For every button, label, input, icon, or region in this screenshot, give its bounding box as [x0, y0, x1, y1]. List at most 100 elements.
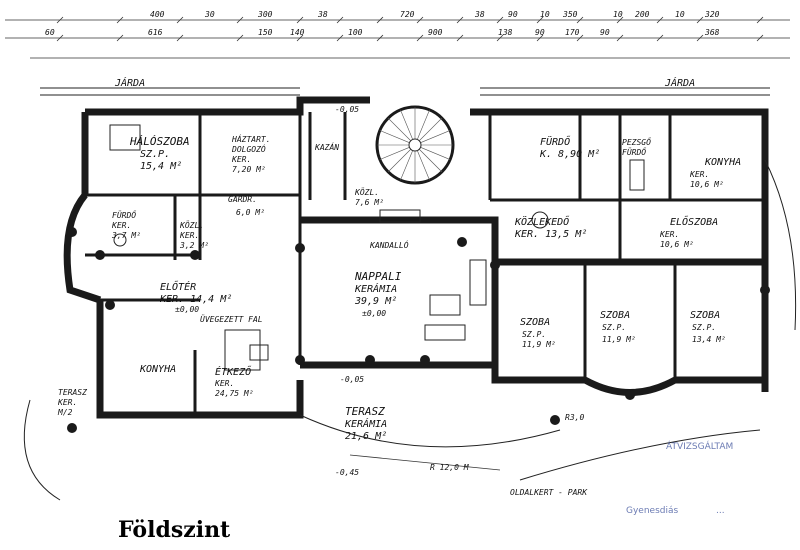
dim-tick: [576, 16, 584, 24]
stair-step: [420, 147, 451, 160]
dim-second-4: 140: [290, 28, 305, 37]
room-konyha-left: KONYHA: [139, 364, 176, 375]
outer-walls: [63, 96, 769, 419]
stair-step: [417, 150, 430, 181]
room-gardr-line2: 6,0 M²: [236, 208, 265, 217]
dim-tick: [376, 16, 384, 24]
room-kozl-left-line1: KÖZL.: [179, 220, 204, 230]
room-nappali-line2: KERÁMIA: [354, 282, 397, 295]
room-terasz-left-line2: KER.: [57, 398, 77, 407]
dim-top-8: 10: [540, 10, 550, 19]
dim-tick: [536, 34, 544, 42]
room-eloter-line1: ELŐTÉR: [160, 279, 196, 293]
room-szoba3-line3: 13,4 M²: [692, 335, 726, 344]
room-terasz-line1: TERASZ: [345, 405, 385, 418]
room-szoba2-line1: SZOBA: [600, 310, 630, 321]
dim-tick: [296, 34, 304, 42]
garden-note: OLDALKERT - PARK: [510, 488, 588, 497]
room-kozl-mid-line2: 7,6 M²: [355, 198, 384, 207]
dim-tick: [176, 34, 184, 42]
room-eloter-line2: KER. 14,4 M²: [159, 294, 232, 305]
furniture: [109, 124, 645, 371]
dim-tick: [296, 16, 304, 24]
room-eloszoba-line1: ELŐSZOBA: [670, 214, 718, 228]
dim-top-1: 400: [150, 10, 165, 19]
room-konyha-right-line2: KER.: [689, 170, 709, 179]
room-szoba2-line2: SZ.P.: [602, 323, 626, 332]
room-furdo-right-line2: K. 8,90 M²: [539, 149, 600, 160]
dim-second-9: 170: [565, 28, 580, 37]
dim-tick: [56, 34, 64, 42]
stair-step: [379, 130, 410, 143]
dim-top-7: 90: [508, 10, 518, 19]
stamp-line3: ...: [716, 506, 725, 516]
dim-top-2: 30: [204, 10, 215, 19]
walkway: JÁRDA JÁRDA: [40, 76, 770, 96]
radius-small-note: R3,0: [565, 413, 584, 422]
room-haztart-line3: KER.: [231, 155, 251, 164]
dim-tick: [576, 34, 584, 42]
dim-tick: [656, 34, 664, 42]
column-dot: [105, 300, 115, 310]
room-kazan: KAZÁN: [314, 141, 339, 152]
stair-step: [387, 149, 411, 173]
dim-top-12: 10: [675, 10, 685, 19]
room-terasz-left-line3: M/2: [57, 408, 73, 417]
dim-top-5: 720: [400, 10, 415, 19]
level-2: ±0,00: [362, 309, 386, 318]
spiral-staircase: [375, 105, 455, 185]
room-etkezo-line1: ÉTKEZŐ: [215, 364, 252, 378]
room-szoba1-line1: SZOBA: [520, 317, 550, 328]
dim-tick: [176, 16, 184, 24]
level-3: -0,05: [340, 375, 364, 384]
dim-tick: [56, 16, 64, 24]
dim-tick: [416, 16, 424, 24]
stair-step: [419, 117, 443, 141]
dim-second-7: 138: [498, 28, 513, 37]
room-nappali-line3: 39,9 M²: [354, 296, 397, 307]
column-dot: [420, 355, 430, 365]
terrace-outline: [23, 159, 797, 501]
floor-caption: Földszint: [118, 517, 231, 543]
dim-tick: [376, 34, 384, 42]
dim-top-9: 350: [562, 10, 578, 19]
room-eloszoba-line2: KER.: [659, 230, 679, 239]
level-5: -0,05: [335, 105, 359, 114]
dim-second-2: 616: [148, 28, 163, 37]
walkway-label-right: JÁRDA: [664, 76, 695, 89]
room-szoba3-line1: SZOBA: [690, 310, 720, 321]
room-kozl-left-line2: KER.: [179, 231, 199, 240]
room-haztart-line4: 7,20 M²: [232, 165, 266, 174]
stair-step: [417, 109, 430, 140]
column-dot: [95, 250, 105, 260]
dim-top-10: 10: [613, 10, 623, 19]
dim-tick: [696, 34, 704, 42]
dim-tick: [116, 16, 124, 24]
dim-tick: [496, 34, 504, 42]
room-szoba2-line3: 11,9 M²: [602, 335, 636, 344]
room-eloszoba-line3: 10,6 M²: [660, 240, 694, 249]
room-etkezo-line2: KER.: [214, 379, 234, 388]
level-1: ±0,00: [175, 305, 199, 314]
dim-top-13: 320: [704, 10, 720, 19]
dim-second-6: 900: [428, 28, 443, 37]
column-dot: [295, 243, 305, 253]
level-4: -0,45: [335, 468, 359, 477]
dim-tick: [456, 16, 464, 24]
dim-tick: [336, 16, 344, 24]
level-markers: ±0,00 ±0,00 -0,05 -0,45 -0,05 R 12,0 M O…: [175, 105, 588, 497]
walkway-label-left: JÁRDA: [114, 76, 145, 89]
stair-step: [420, 130, 451, 143]
approval-stamp: ÁTVIZSGÁLTAM Gyenesdiás ...: [606, 438, 786, 528]
column-dot: [457, 237, 467, 247]
room-terasz-line3: 21,6 M²: [345, 431, 387, 442]
dim-tick: [116, 34, 124, 42]
room-kozl-left-line3: 3,2 M²: [179, 241, 209, 250]
room-pezsgo-line2: FÜRDŐ: [622, 147, 646, 157]
dim-second-3: 150: [258, 28, 273, 37]
dim-top-6: 38: [474, 10, 485, 19]
dim-tick: [756, 16, 764, 24]
dim-top-4: 38: [317, 10, 328, 19]
dim-tick: [536, 16, 544, 24]
